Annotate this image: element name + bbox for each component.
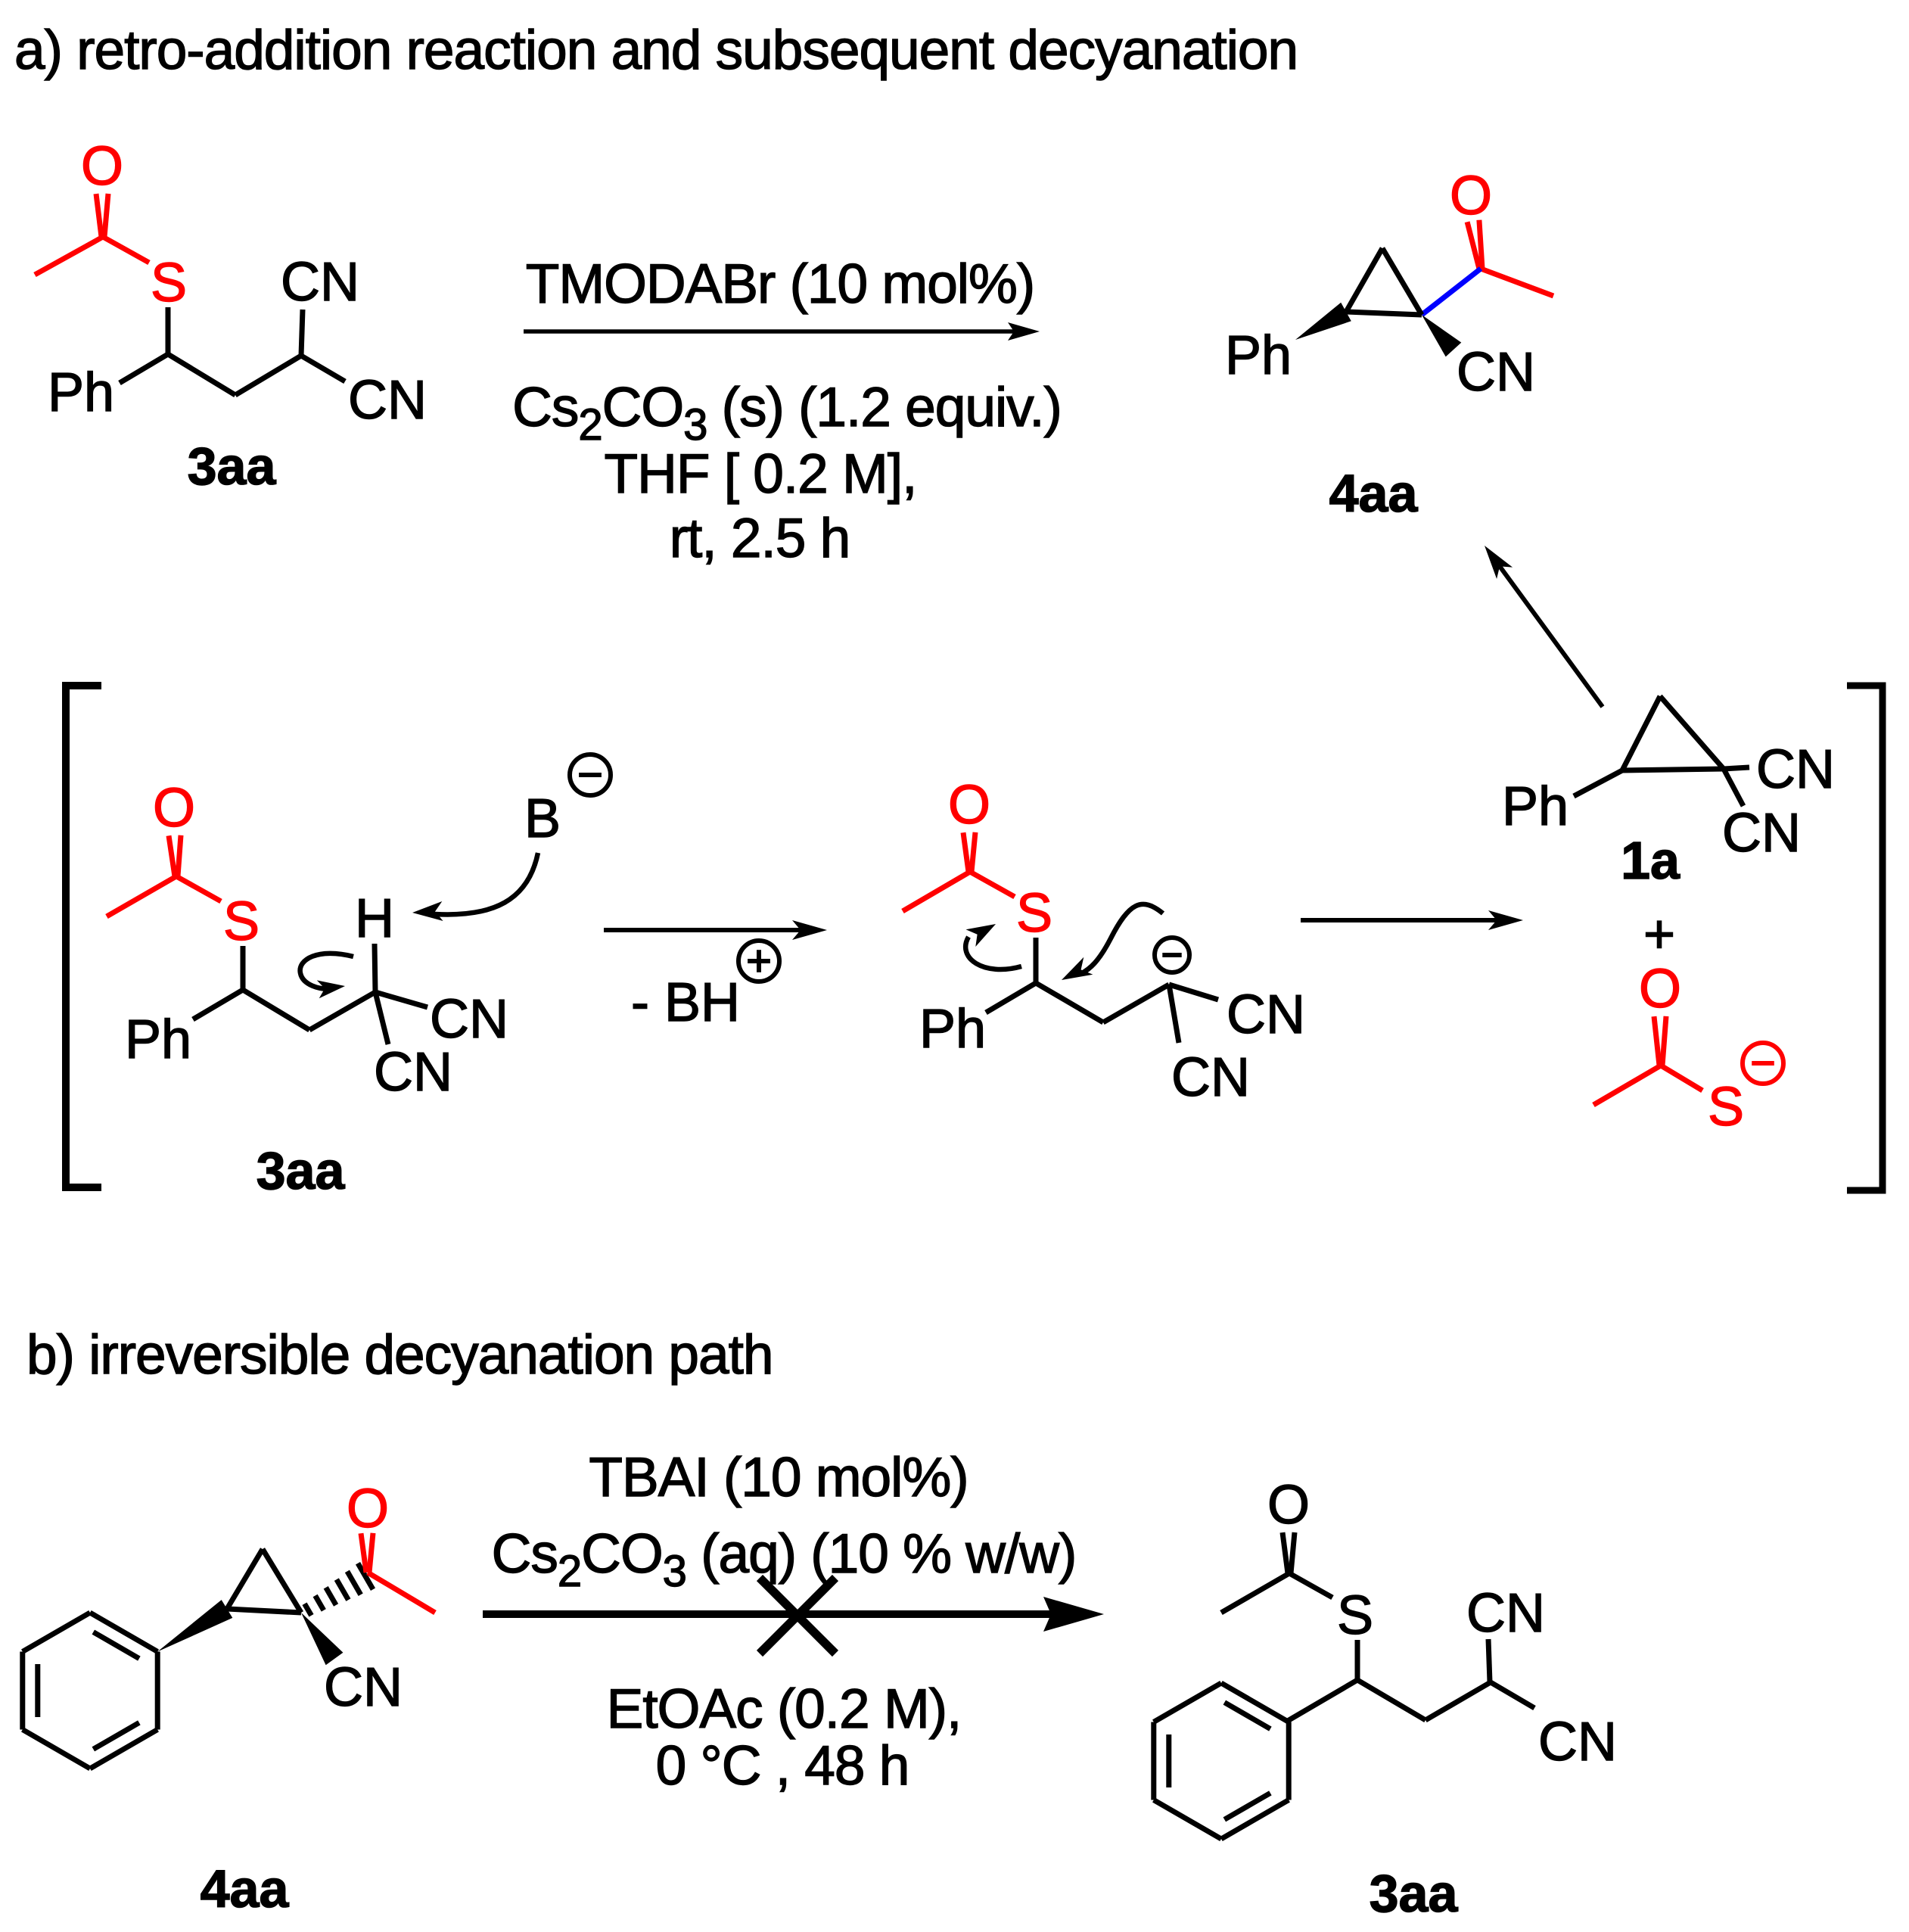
svg-text:rt, 2.5 h: rt, 2.5 h xyxy=(670,508,850,569)
svg-text:B: B xyxy=(524,789,561,849)
svg-text:Ph: Ph xyxy=(919,999,986,1059)
svg-text:3aa: 3aa xyxy=(188,437,277,496)
svg-text:H: H xyxy=(355,888,394,949)
svg-text:O: O xyxy=(948,775,990,835)
svg-text:S: S xyxy=(1337,1585,1373,1646)
svg-text:CN: CN xyxy=(324,1657,403,1718)
svg-text:O: O xyxy=(1639,959,1681,1019)
svg-text:Cs2CO3 (s) (1.2 equiv.): Cs2CO3 (s) (1.2 equiv.) xyxy=(512,377,1062,450)
svg-text:S: S xyxy=(223,891,260,952)
svg-text:Cs2CO3 (aq) (10 % w/w): Cs2CO3 (aq) (10 % w/w) xyxy=(492,1523,1077,1596)
svg-text:+: + xyxy=(1643,904,1675,965)
svg-text:O: O xyxy=(1450,166,1492,226)
svg-text:CN: CN xyxy=(1756,739,1835,800)
svg-text:CN: CN xyxy=(1171,1047,1250,1108)
svg-text:S: S xyxy=(151,253,187,313)
svg-text:a) retro-addition reaction and: a) retro-addition reaction and subsequen… xyxy=(14,20,1298,81)
svg-text:EtOAc (0.2 M),: EtOAc (0.2 M), xyxy=(607,1678,962,1740)
svg-text:THF [ 0.2 M],: THF [ 0.2 M], xyxy=(605,443,917,505)
svg-text:0 °C , 48 h: 0 °C , 48 h xyxy=(656,1735,909,1797)
svg-text:TBAI (10 mol%): TBAI (10 mol%) xyxy=(589,1447,968,1508)
svg-text:S: S xyxy=(1708,1077,1744,1137)
svg-text:CN: CN xyxy=(374,1042,452,1103)
svg-text:3aa: 3aa xyxy=(1370,1864,1459,1923)
svg-text:- BH: - BH xyxy=(631,972,740,1033)
svg-text:Ph: Ph xyxy=(48,362,114,423)
svg-text:4aa: 4aa xyxy=(1329,464,1419,523)
svg-text:Ph: Ph xyxy=(1225,325,1292,386)
svg-text:4aa: 4aa xyxy=(201,1859,290,1918)
svg-text:CN: CN xyxy=(1538,1712,1617,1772)
svg-text:O: O xyxy=(347,1479,389,1539)
svg-text:O: O xyxy=(81,136,123,197)
svg-text:CN: CN xyxy=(1457,342,1535,403)
svg-text:CN: CN xyxy=(430,989,508,1050)
svg-text:TMODABr (10 mol%): TMODABr (10 mol%) xyxy=(526,254,1035,315)
svg-text:S: S xyxy=(1016,883,1052,944)
svg-text:CN: CN xyxy=(348,370,427,431)
svg-text:3aa: 3aa xyxy=(257,1141,346,1200)
svg-text:CN: CN xyxy=(1722,803,1801,863)
svg-text:O: O xyxy=(153,778,195,838)
svg-text:O: O xyxy=(1267,1475,1310,1535)
svg-text:Ph: Ph xyxy=(125,1010,191,1070)
svg-text:CN: CN xyxy=(1466,1583,1545,1644)
svg-text:Ph: Ph xyxy=(1502,776,1569,837)
svg-text:CN: CN xyxy=(1227,985,1305,1045)
svg-text:b) irreversible decyanation pa: b) irreversible decyanation path xyxy=(26,1324,773,1386)
svg-text:CN: CN xyxy=(281,252,359,313)
svg-text:1a: 1a xyxy=(1621,831,1680,890)
